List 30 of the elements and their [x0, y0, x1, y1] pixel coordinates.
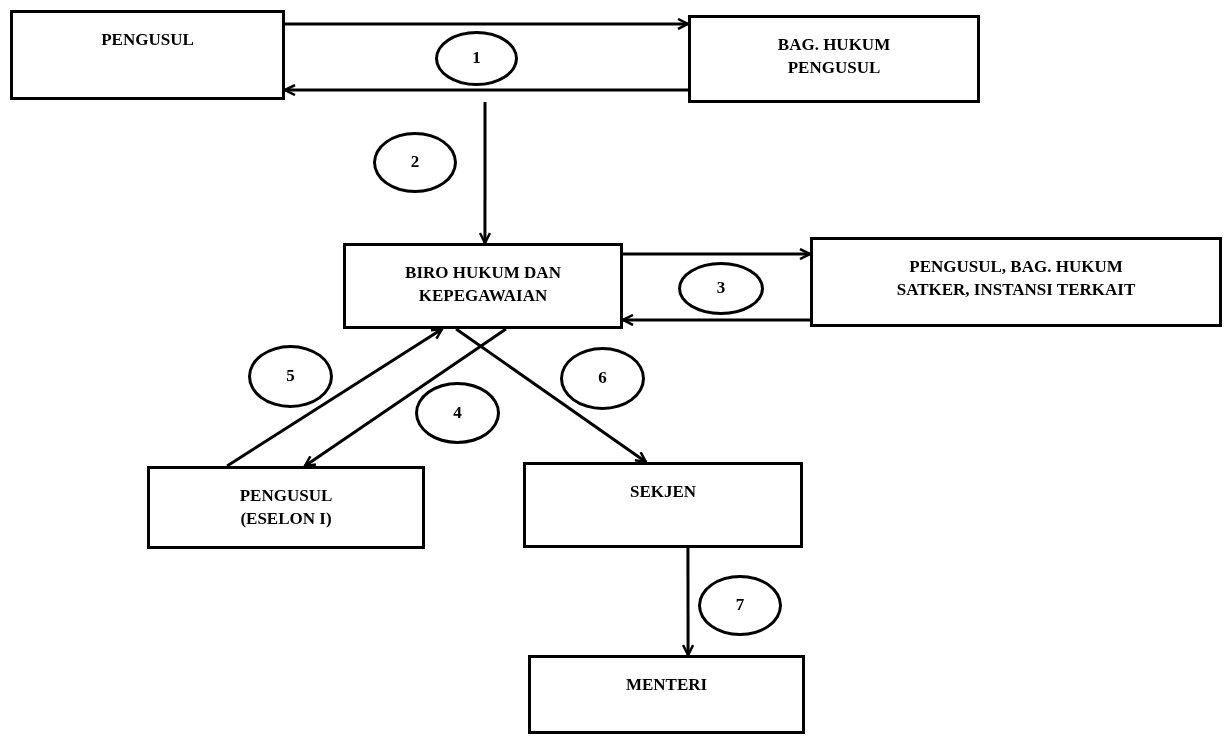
box-label: PENGUSUL (ESELON I) — [238, 485, 334, 530]
arrow — [455, 327, 648, 464]
box-label: SEKJEN — [629, 481, 697, 503]
arrow — [478, 102, 492, 245]
arrow — [621, 313, 810, 327]
step-number: 7 — [735, 594, 745, 617]
arrow — [623, 247, 812, 261]
arrow — [226, 327, 444, 468]
box-label: BAG. HUKUM PENGUSUL — [776, 34, 892, 79]
step-number: 1 — [472, 47, 481, 70]
box-label: PENGUSUL, BAG. HUKUM SATKER, INSTANSI TERKAIT — [895, 256, 1137, 301]
process-box — [688, 15, 980, 103]
box-label: MENTERI — [625, 674, 708, 696]
process-box — [528, 655, 805, 734]
box-label: PENGUSUL — [101, 29, 194, 51]
process-box — [147, 466, 425, 549]
arrow — [283, 83, 688, 97]
step-number: 5 — [286, 365, 295, 388]
step-number: 3 — [716, 277, 726, 300]
box-label: BIRO HUKUM DAN KEPEGAWAIAN — [404, 262, 562, 307]
arrow — [285, 17, 690, 31]
arrow — [303, 327, 507, 468]
step-number: 4 — [453, 401, 462, 424]
arrow — [681, 548, 695, 657]
process-box — [343, 243, 623, 329]
step-number: 6 — [598, 367, 607, 390]
step-number: 2 — [410, 151, 420, 174]
process-box — [10, 10, 285, 100]
process-box — [523, 462, 803, 548]
process-box — [810, 237, 1222, 327]
